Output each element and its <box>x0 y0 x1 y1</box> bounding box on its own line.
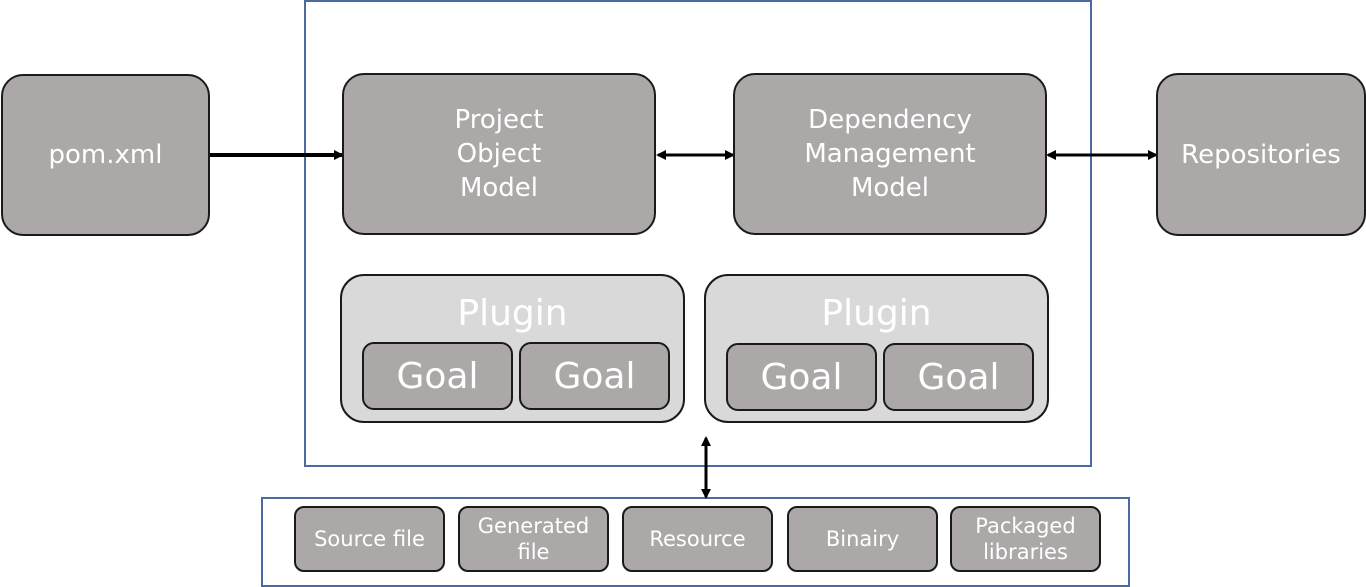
pom-xml-box: pom.xml <box>1 74 210 236</box>
goal-box: Goal <box>519 342 670 410</box>
project-object-model-label: Project Object Model <box>454 105 544 203</box>
pom-xml-label: pom.xml <box>48 140 163 170</box>
maven-core-frame <box>304 0 1092 467</box>
artifact-generated-file: Generated file <box>458 506 609 572</box>
plugin-box-1: Plugin Goal Goal <box>340 274 685 423</box>
plugin-title: Plugin <box>821 293 932 334</box>
artifact-binairy: Binairy <box>787 506 938 572</box>
dependency-management-model-label: Dependency Management Model <box>804 105 976 203</box>
goal-box: Goal <box>883 343 1034 411</box>
artifact-label: Generated file <box>477 514 590 564</box>
plugin-box-2: Plugin Goal Goal <box>704 274 1049 423</box>
repositories-label: Repositories <box>1181 139 1341 170</box>
goal-box: Goal <box>362 342 513 410</box>
artifacts-frame <box>261 497 1130 587</box>
artifact-label: Binairy <box>825 527 900 551</box>
artifact-label: Resource <box>649 527 746 551</box>
project-object-model-box: Project Object Model <box>342 73 656 235</box>
artifact-resource: Resource <box>622 506 773 572</box>
repositories-box: Repositories <box>1156 73 1366 236</box>
artifact-packaged-libraries: Packaged libraries <box>950 506 1101 572</box>
artifact-label: Packaged libraries <box>975 514 1076 564</box>
dependency-management-model-box: Dependency Management Model <box>733 73 1047 235</box>
artifact-source-file: Source file <box>294 506 445 572</box>
plugin-title: Plugin <box>457 293 568 334</box>
goal-box: Goal <box>726 343 877 411</box>
artifact-label: Source file <box>314 527 425 551</box>
